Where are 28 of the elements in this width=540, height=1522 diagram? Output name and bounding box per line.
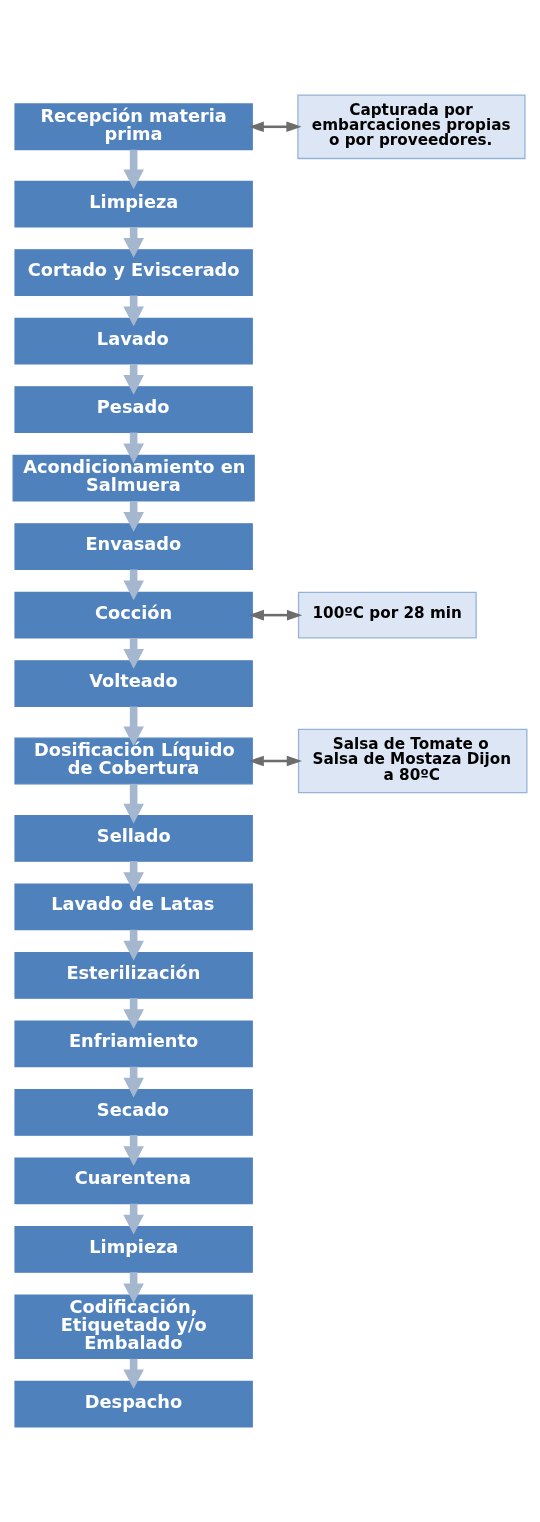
- arrow: [123, 783, 144, 824]
- arrow: [248, 121, 302, 133]
- node-box: Despacho: [14, 1380, 253, 1428]
- node-box: Dosificación Líquido de Cobertura: [14, 737, 253, 785]
- node-box: Sellado: [14, 814, 253, 862]
- node-box: Salsa de Tomate o Salsa de Mostaza Dijon a 80ºC: [297, 728, 528, 794]
- node-box: Envasado: [14, 523, 253, 571]
- arrow: [123, 706, 144, 747]
- node-box: Secado: [14, 1088, 253, 1136]
- node-box: Codificación, Etiquetado y/o Embalado: [14, 1294, 253, 1360]
- arrow: [248, 609, 303, 621]
- node-box: Enfriamiento: [14, 1020, 253, 1068]
- node-box: Recepción materia prima: [14, 103, 253, 151]
- arrow: [123, 149, 144, 190]
- node-box: Capturada por embarcaciones propias o por proveedores.: [297, 94, 526, 160]
- arrow: [248, 755, 302, 767]
- node-box: Limpieza: [14, 180, 253, 228]
- node-box: Lavado: [14, 317, 253, 365]
- node-box: Esterilización: [14, 951, 253, 999]
- node-box: Volteado: [14, 660, 253, 708]
- node-box: Limpieza: [14, 1225, 253, 1273]
- node-box: Acondicionamiento en Salmuera: [12, 454, 255, 502]
- node-box: Cuarentena: [14, 1157, 253, 1205]
- node-box: Lavado de Latas: [14, 883, 253, 931]
- node-box: 100ºC por 28 min: [297, 591, 477, 639]
- node-box: Cocción: [14, 591, 253, 639]
- node-box: Cortado y Eviscerado: [14, 249, 253, 297]
- node-box: Pesado: [14, 386, 253, 434]
